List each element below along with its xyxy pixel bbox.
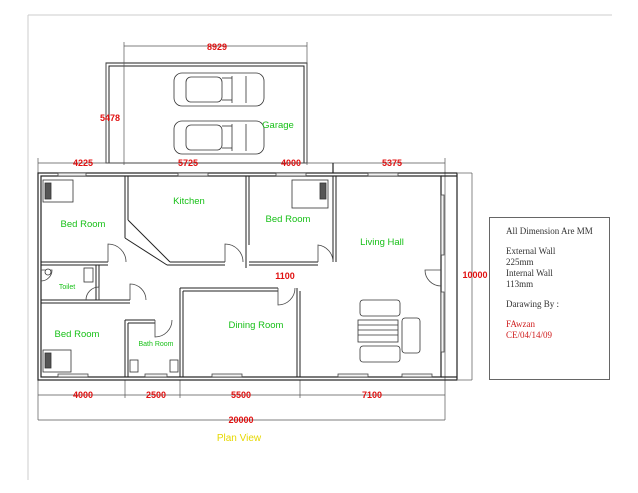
room-label-bed-room-1: Bed Room — [61, 219, 106, 230]
info-internal-wall-label: Internal Wall — [506, 268, 553, 278]
dim-top-seg4: 5375 — [382, 158, 402, 168]
info-internal-wall-value: 113mm — [506, 279, 534, 289]
info-spacer — [506, 237, 609, 246]
info-external-wall-label: External Wall — [506, 246, 556, 256]
room-label-bed-room-3: Bed Room — [55, 329, 100, 340]
room-label-bath-room: Bath Room — [138, 341, 173, 348]
room-label-living-hall: Living Hall — [360, 237, 404, 248]
toilet-fixtures — [44, 267, 179, 373]
room-label-dining-room: Dining Room — [229, 320, 284, 331]
info-author: FAwzan — [506, 319, 535, 329]
info-spacer — [506, 290, 609, 299]
dim-top-seg2: 5725 — [178, 158, 198, 168]
windows — [57, 172, 445, 378]
info-panel: All Dimension Are MM External Wall 225mm… — [489, 217, 610, 380]
plan-title: Plan View — [217, 433, 262, 444]
info-date-code: CE/04/14/09 — [506, 330, 553, 340]
dim-top-seg1: 4225 — [73, 158, 93, 168]
sheet-border — [27, 14, 612, 480]
room-label-bed-room-2: Bed Room — [266, 214, 311, 225]
info-spacer — [506, 310, 609, 319]
room-label-toilet: Toilet — [59, 284, 75, 291]
dim-bottom-seg1: 4000 — [73, 390, 93, 400]
room-label-garage: Garage — [262, 120, 294, 131]
car-1-icon — [173, 72, 265, 107]
door-swings — [40, 243, 442, 338]
dim-bottom-seg2: 2500 — [146, 390, 166, 400]
dim-right-depth: 10000 — [462, 270, 487, 280]
dim-total-width: 20000 — [228, 415, 253, 425]
internal-walls — [41, 176, 337, 377]
room-label-kitchen: Kitchen — [173, 196, 205, 207]
dim-garage-width: 8929 — [207, 42, 227, 52]
info-dimension-note: All Dimension Are MM — [506, 226, 593, 236]
info-external-wall-value: 225mm — [506, 257, 534, 267]
dim-top-seg3: 4000 — [281, 158, 301, 168]
dim-garage-depth: 5478 — [100, 113, 120, 123]
info-drawn-by-label: Darawing By : — [506, 299, 559, 309]
car-2-icon — [173, 120, 265, 155]
bed-icon — [42, 179, 329, 373]
dim-bottom-seg3: 5500 — [231, 390, 251, 400]
dining-table-icon — [357, 299, 421, 363]
dim-bottom-seg4: 7100 — [362, 390, 382, 400]
dim-corridor: 1100 — [275, 271, 295, 281]
